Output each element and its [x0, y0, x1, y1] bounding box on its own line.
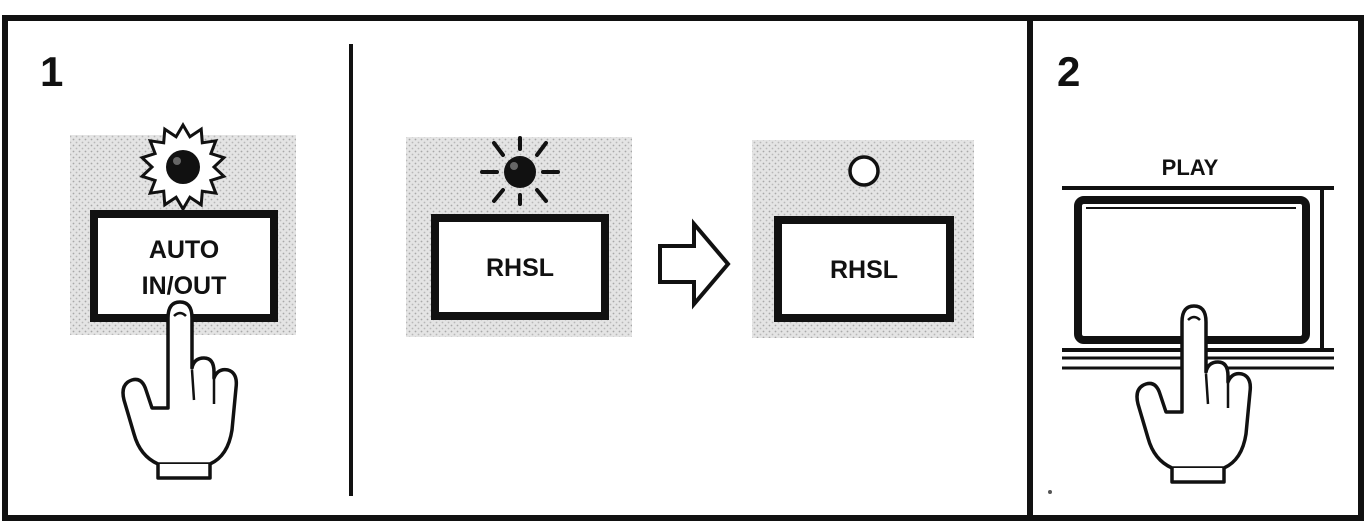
auto-label: AUTO: [149, 236, 219, 264]
play-button-assembly: [1062, 186, 1334, 370]
step-1-number: 1: [40, 48, 63, 95]
rhsl-button-after[interactable]: RHSL: [774, 216, 954, 322]
right-arrow-icon: [658, 218, 731, 310]
lit-lamp-icon: [139, 122, 227, 212]
rhsl-panel-after: RHSL: [752, 140, 974, 338]
in-out-label: IN/OUT: [142, 272, 227, 300]
rhsl-button-before[interactable]: RHSL: [431, 214, 609, 320]
rhsl-label-after: RHSL: [830, 256, 898, 284]
unlit-lamp-icon: [848, 155, 880, 187]
speck: [1048, 490, 1052, 494]
lit-lamp-icon: [480, 136, 560, 206]
step-2-number: 2: [1057, 48, 1080, 95]
rhsl-panel-before: RHSL: [406, 136, 632, 337]
play-label: PLAY: [1162, 155, 1219, 180]
outer-frame: [2, 15, 1364, 521]
rhsl-label-before: RHSL: [486, 254, 554, 282]
